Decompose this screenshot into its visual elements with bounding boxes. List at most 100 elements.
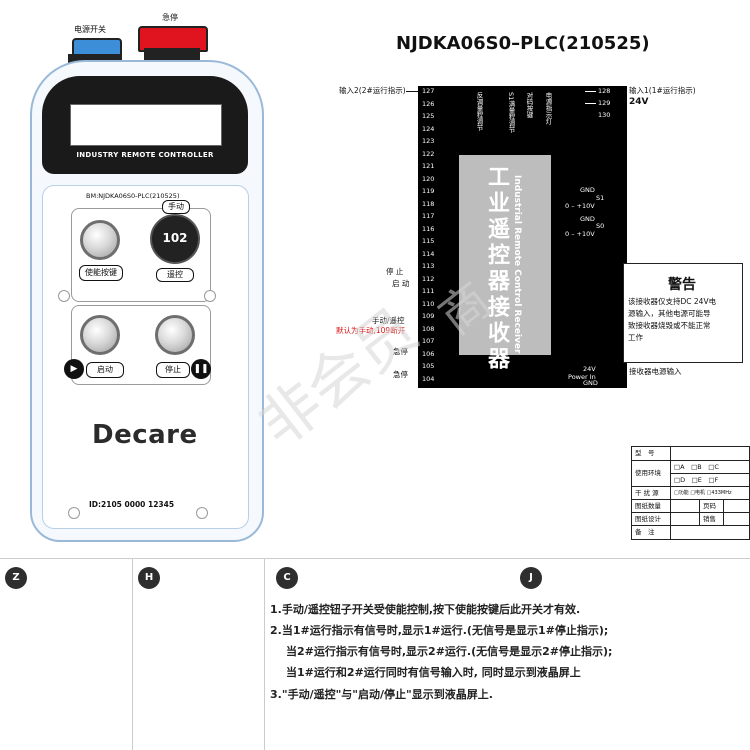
receiver-chinese-name: 工业遥控器接收器 (484, 165, 509, 373)
note-line: 当1#运行和2#运行同时有信号输入时, 同时显示到液晶屏上 (286, 666, 581, 679)
table-label: 型 号 (631, 446, 671, 461)
knob-value: 102 (162, 231, 188, 245)
table-value: □A □B □C (670, 460, 750, 474)
table-label: 图纸数量 (631, 499, 671, 513)
terminal-label: 110 (422, 299, 435, 308)
section-divider (0, 558, 750, 559)
v24-annotation: 24V (629, 97, 649, 107)
section-divider-v (132, 558, 133, 750)
model-label: INDUSTRY REMOTE CONTROLLER (76, 151, 214, 159)
default-note-annotation: 默认为手动,109断开 (336, 326, 406, 335)
device-id: ID:2105 0000 12345 (89, 500, 175, 509)
manual-remote-knob[interactable] (150, 214, 200, 264)
play-icon: ▶ (64, 359, 84, 379)
s0-label: S0 (596, 222, 605, 230)
power-switch-label: 电源开关 (74, 25, 106, 34)
terminal-label: 119 (422, 187, 435, 195)
s0-range: 0 – +10V (565, 230, 595, 238)
left-terminal-strip: 127 126 125 124 123 122 121 120 119 118 … (418, 86, 468, 388)
table-label: 备 注 (631, 525, 671, 540)
remote-controller: 电源开关 急停 INDUSTRY REMOTE CONTROLLER BM:NJ… (0, 0, 270, 560)
input2-line (406, 91, 418, 92)
terminal-label: 117 (422, 212, 435, 220)
connector-line (585, 103, 596, 104)
table-label: 页码 (699, 499, 724, 513)
terminal-label: 113 (422, 262, 435, 270)
terminal-label: 104 (422, 374, 435, 383)
receiver-title: NJDKA06S0–PLC(210525) (396, 33, 650, 54)
terminal-label: 112 (422, 274, 435, 283)
receiver-power-annotation: 接收器电源输入 (629, 367, 682, 376)
terminal-label: 105 (422, 362, 435, 370)
brand-logo: Decare (92, 420, 198, 450)
receiver-english-name: Industrial Remote Control Receiver (512, 175, 522, 354)
table-value: □功能 □电机 □433MHz (670, 486, 750, 500)
screw-bottom-right (196, 507, 208, 519)
terminal-label: 128 (598, 87, 611, 95)
terminal-label: 125 (422, 112, 435, 120)
power-in-label: Power In (568, 373, 596, 381)
stop-label: 停止 (156, 362, 190, 378)
terminal-label: 115 (422, 237, 435, 245)
table-value (723, 499, 750, 513)
warning-title: 警告 (668, 277, 696, 293)
estop2-annotation: 急停 (393, 370, 408, 379)
start-label: 启动 (86, 362, 124, 378)
section-marker-j: J (520, 567, 542, 589)
terminal-label: 107 (422, 337, 435, 345)
connector-line (585, 91, 596, 92)
start-button[interactable] (80, 315, 120, 355)
note-line: 当2#运行指示有信号时,显示2#运行.(无信号是显示2#停止指示); (286, 645, 613, 658)
info-table: 型 号 使用环境 □A □B □C □D □E □F 干 扰 源 □功能 □电机… (631, 446, 750, 546)
pause-icon: ❚❚ (191, 359, 211, 379)
enable-button-label: 使能按键 (79, 265, 123, 281)
warning-line: 工作 (628, 333, 643, 342)
receiver-top-label: 反调量程调节 (475, 92, 483, 131)
terminal-label: 127 (422, 87, 435, 95)
s1-range: 0 – +10V (565, 202, 595, 210)
table-value (670, 499, 700, 513)
section-marker-c: C (276, 567, 298, 589)
receiver-top-label: S1满量程调节 (507, 92, 515, 133)
table-label: 图纸设计 (631, 512, 671, 526)
section-marker-z: Z (5, 567, 27, 589)
receiver-top-label: 电源指示灯 (544, 92, 552, 125)
start-annotation: 启 动 (392, 279, 410, 288)
terminal-label: 108 (422, 324, 435, 333)
estop-label: 急停 (162, 13, 178, 22)
terminal-label: 122 (422, 149, 435, 158)
terminal-label: 130 (598, 111, 611, 119)
receiver-top-label: 对码按键 (525, 92, 533, 118)
warning-box (623, 263, 743, 363)
table-label: 干 扰 源 (631, 486, 671, 500)
terminal-label: 129 (598, 99, 611, 107)
stop-annotation: 停 止 (386, 267, 404, 276)
terminal-label: 109 (422, 312, 435, 320)
table-label: 销售 (699, 512, 724, 526)
terminal-label: 106 (422, 349, 435, 358)
warning-line: 致接收器烧毁或不能正常 (628, 321, 711, 330)
terminal-label: 126 (422, 99, 435, 108)
table-value: □D □E □F (670, 473, 750, 487)
table-value (670, 525, 750, 540)
remote-mode-label: 遥控 (156, 268, 194, 282)
screw-top-left (58, 290, 70, 302)
stop-button[interactable] (155, 315, 195, 355)
s1-label: S1 (596, 194, 605, 202)
bm-label: BM:NJDKA06S0-PLC(210525) (86, 192, 180, 200)
receiver-label-panel (459, 155, 551, 355)
screw-bottom-left (68, 507, 80, 519)
table-value (723, 512, 750, 526)
table-value (670, 512, 700, 526)
lcd-screen (70, 104, 222, 146)
input1-annotation: 输入1(1#运行指示) (629, 86, 696, 95)
terminal-label: 116 (422, 224, 435, 233)
manual-remote-annotation: 手动/遥控 (372, 316, 405, 325)
gnd-s1-label: GND (580, 186, 595, 194)
manual-label: 手动 (162, 200, 190, 214)
terminal-label: 124 (422, 124, 435, 133)
input2-annotation: 输入2(2#运行指示) (339, 86, 406, 95)
section-divider-v (264, 558, 265, 750)
gnd-power-label: GND (583, 379, 598, 387)
enable-button[interactable] (80, 220, 120, 260)
